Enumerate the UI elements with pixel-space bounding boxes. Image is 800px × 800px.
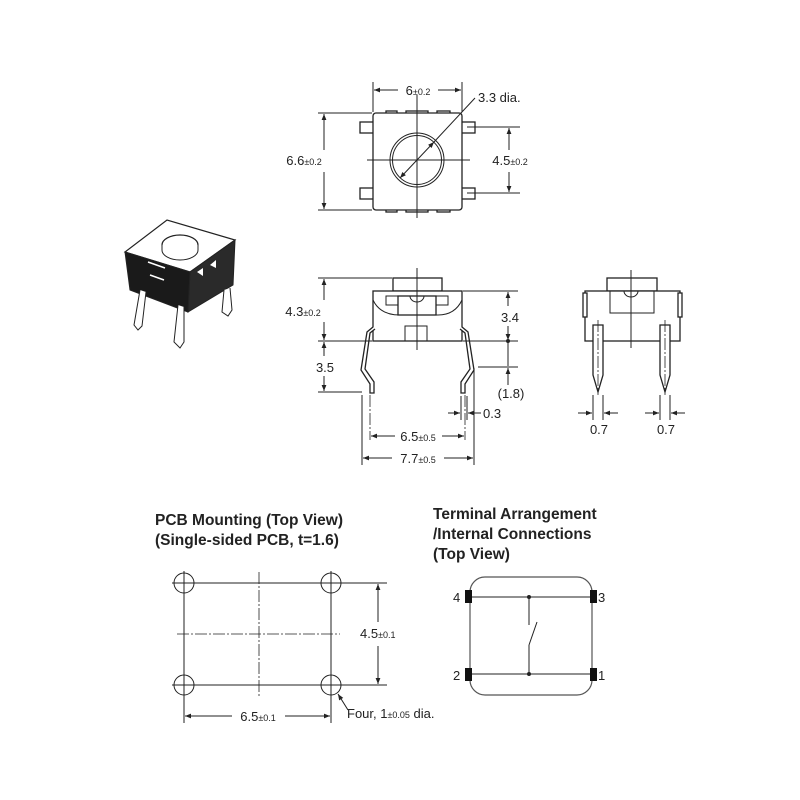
body-height-dimension: 3.4 [501,310,519,325]
top-pitch-dimension: 4.5±0.2 [492,153,528,168]
lead-bend-dimension: (1.8) [498,386,525,401]
overall-width-dimension: 7.7±0.5 [400,451,436,466]
top-width-dimension: 6±0.2 [406,83,431,98]
terminal-pin-1: 1 [598,668,605,683]
pcb-mounting-drawing [172,571,387,723]
terminal-schematic [465,576,597,696]
terminal-pin-2: 2 [453,668,460,683]
pin-width-left-dimension: 0.7 [590,422,608,437]
terminal-pin-4: 4 [453,590,460,605]
pcb-mounting-title: PCB Mounting (Top View) [155,512,343,529]
switch-3d-illustration [123,219,237,349]
top-view-drawing [318,82,520,218]
side-view-drawing [318,268,518,465]
pcb-pitch-x-dimension: 6.5±0.1 [240,709,276,724]
top-height-dimension: 6.6±0.2 [286,153,322,168]
terminal-pin-3: 3 [598,590,605,605]
terminal-title-line1: Terminal Arrangement [433,506,597,523]
lead-pitch-dimension: 6.5±0.5 [400,429,436,444]
pcb-mounting-subtitle: (Single-sided PCB, t=1.6) [155,532,339,549]
pin-width-right-dimension: 0.7 [657,422,675,437]
terminal-title-line3: (Top View) [433,546,510,563]
lead-length-dimension: 3.5 [316,360,334,375]
lead-thickness-dimension: 0.3 [483,406,501,421]
button-diameter-label: 3.3 dia. [478,90,521,105]
pcb-pitch-y-dimension: 4.5±0.1 [360,626,396,641]
hole-diameter-note: Four, 1±0.05 dia. [347,706,435,721]
overall-height-dimension: 4.3±0.2 [285,304,321,319]
terminal-title-line2: /Internal Connections [433,526,591,543]
end-view-drawing [578,270,685,420]
